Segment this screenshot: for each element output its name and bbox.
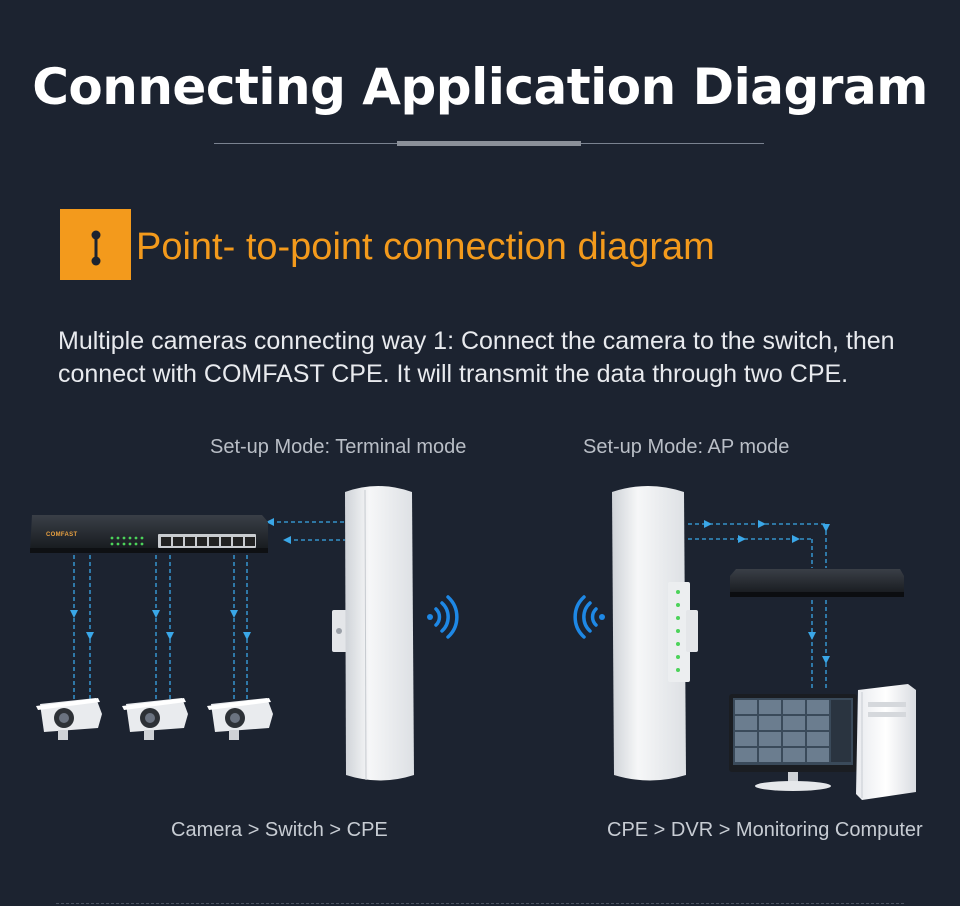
left-link-lines — [73, 521, 345, 700]
right-caption: CPE > DVR > Monitoring Computer — [607, 819, 923, 841]
camera-icon-2 — [122, 698, 188, 740]
description-text: Multiple cameras connecting way 1: Conne… — [58, 327, 895, 388]
camera-icon-3 — [207, 698, 273, 740]
left-link-arrows — [70, 518, 291, 640]
title-divider-accent — [397, 141, 581, 146]
monitor-icon — [729, 694, 857, 791]
network-switch — [30, 515, 268, 553]
right-link-arrows — [704, 520, 830, 664]
wifi-icon-left — [427, 595, 459, 639]
dvr-recorder — [730, 569, 904, 597]
camera-icon-1 — [36, 698, 102, 740]
cpe-right — [612, 486, 698, 781]
left-mode-label: Set-up Mode: Terminal mode — [210, 436, 467, 458]
right-link-lines — [688, 523, 827, 690]
computer-tower-icon — [856, 684, 916, 800]
page-title: Connecting Application Diagram — [32, 58, 928, 116]
right-mode-label: Set-up Mode: AP mode — [583, 436, 790, 458]
cpe-left — [332, 486, 414, 781]
switch-brand-label: COMFAST — [46, 532, 78, 538]
left-caption: Camera > Switch > CPE — [171, 819, 388, 841]
wifi-icon-right — [573, 595, 605, 639]
point-to-point-icon — [60, 209, 131, 280]
bottom-divider — [56, 903, 904, 904]
section-title: Point- to-point connection diagram — [136, 226, 715, 268]
